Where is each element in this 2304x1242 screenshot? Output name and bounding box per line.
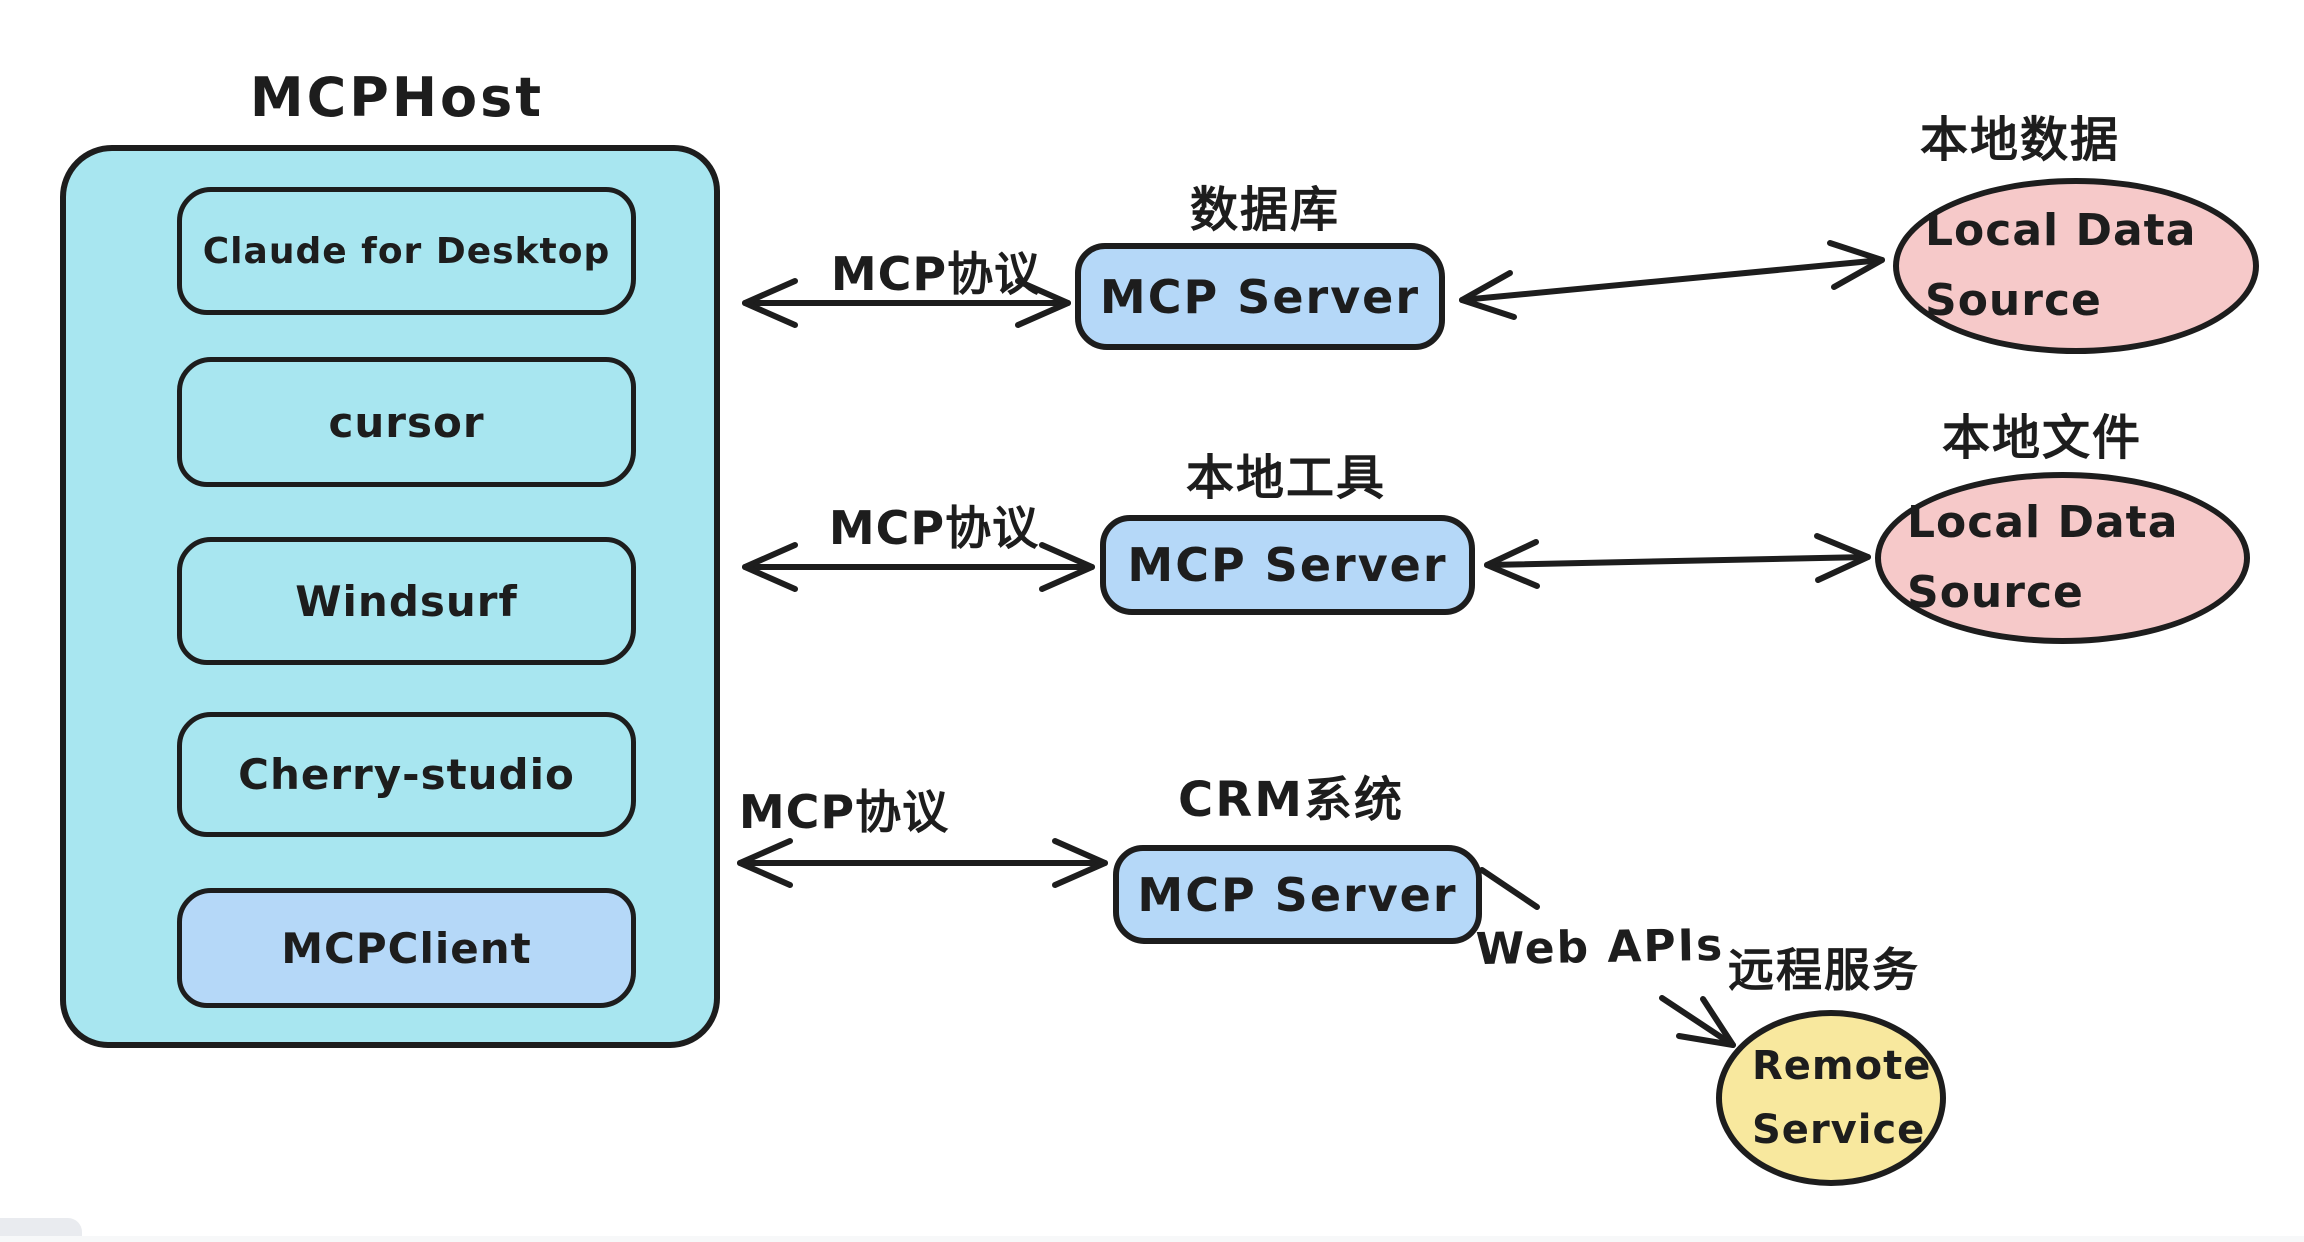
protocol-label-3: MCP协议 (738, 785, 950, 839)
arrow-server2-local-data (1484, 533, 1871, 589)
remote-service-ellipse: Remote Service (1716, 1010, 1946, 1186)
resource-line: Source (1925, 275, 2102, 326)
protocol-label-1: MCP协议 (830, 247, 1042, 301)
resource-line: Remote (1752, 1043, 1932, 1089)
client-label: Windsurf (295, 576, 518, 626)
mcp-server-box-2: MCP Server (1100, 515, 1475, 615)
resource-line: Service (1752, 1107, 1926, 1153)
client-label: MCPClient (281, 923, 532, 973)
mcp-server-box-1: MCP Server (1075, 243, 1445, 350)
server-label: MCP Server (1099, 269, 1421, 324)
client-box-claude-for-desktop: Claude for Desktop (177, 187, 636, 315)
resource-line: Local Data (1907, 496, 2179, 548)
client-box-windsurf: Windsurf (177, 537, 636, 665)
arrow-server1-local-data (1459, 240, 1885, 320)
local-data-source-ellipse-2: Local Data Source (1875, 472, 2250, 644)
client-box-cursor: cursor (177, 357, 636, 487)
bottom-edge-strip (0, 1236, 2304, 1242)
resource-line: Local Data (1925, 204, 2197, 256)
resource-caption-remote-service: 远程服务 (1728, 943, 1920, 997)
server-label: MCP Server (1127, 538, 1448, 592)
client-label: Claude for Desktop (202, 230, 611, 272)
client-label: Cherry-studio (238, 750, 575, 799)
mcp-host-box: Claude for Desktop cursor Windsurf Cherr… (60, 145, 720, 1048)
arrow-web-apis-remote-service (1659, 995, 1736, 1048)
server-label: MCP Server (1137, 867, 1458, 922)
host-title: MCPHost (249, 66, 545, 129)
server-caption-local-tools: 本地工具 (1185, 450, 1387, 506)
client-box-mcp-client: MCPClient (177, 888, 636, 1008)
protocol-label-2: MCP协议 (828, 501, 1040, 555)
arrow-host-server-1 (742, 278, 1071, 328)
line-server3-web-apis (1479, 867, 1540, 910)
mcp-server-box-3: MCP Server (1113, 845, 1482, 944)
server-caption-database: 数据库 (1189, 182, 1341, 238)
resource-caption-local-files: 本地文件 (1941, 410, 2143, 466)
web-apis-label: Web APIs (1475, 919, 1725, 976)
client-label: cursor (328, 397, 485, 447)
server-caption-crm: CRM系统 (1178, 772, 1404, 828)
local-data-source-ellipse-1: Local Data Source (1893, 178, 2259, 354)
client-box-cherry-studio: Cherry-studio (177, 712, 636, 837)
arrow-host-server-2 (742, 542, 1095, 592)
resource-caption-local-data: 本地数据 (1919, 112, 2121, 168)
arrow-host-server-3 (737, 838, 1108, 888)
resource-line: Source (1907, 567, 2084, 618)
